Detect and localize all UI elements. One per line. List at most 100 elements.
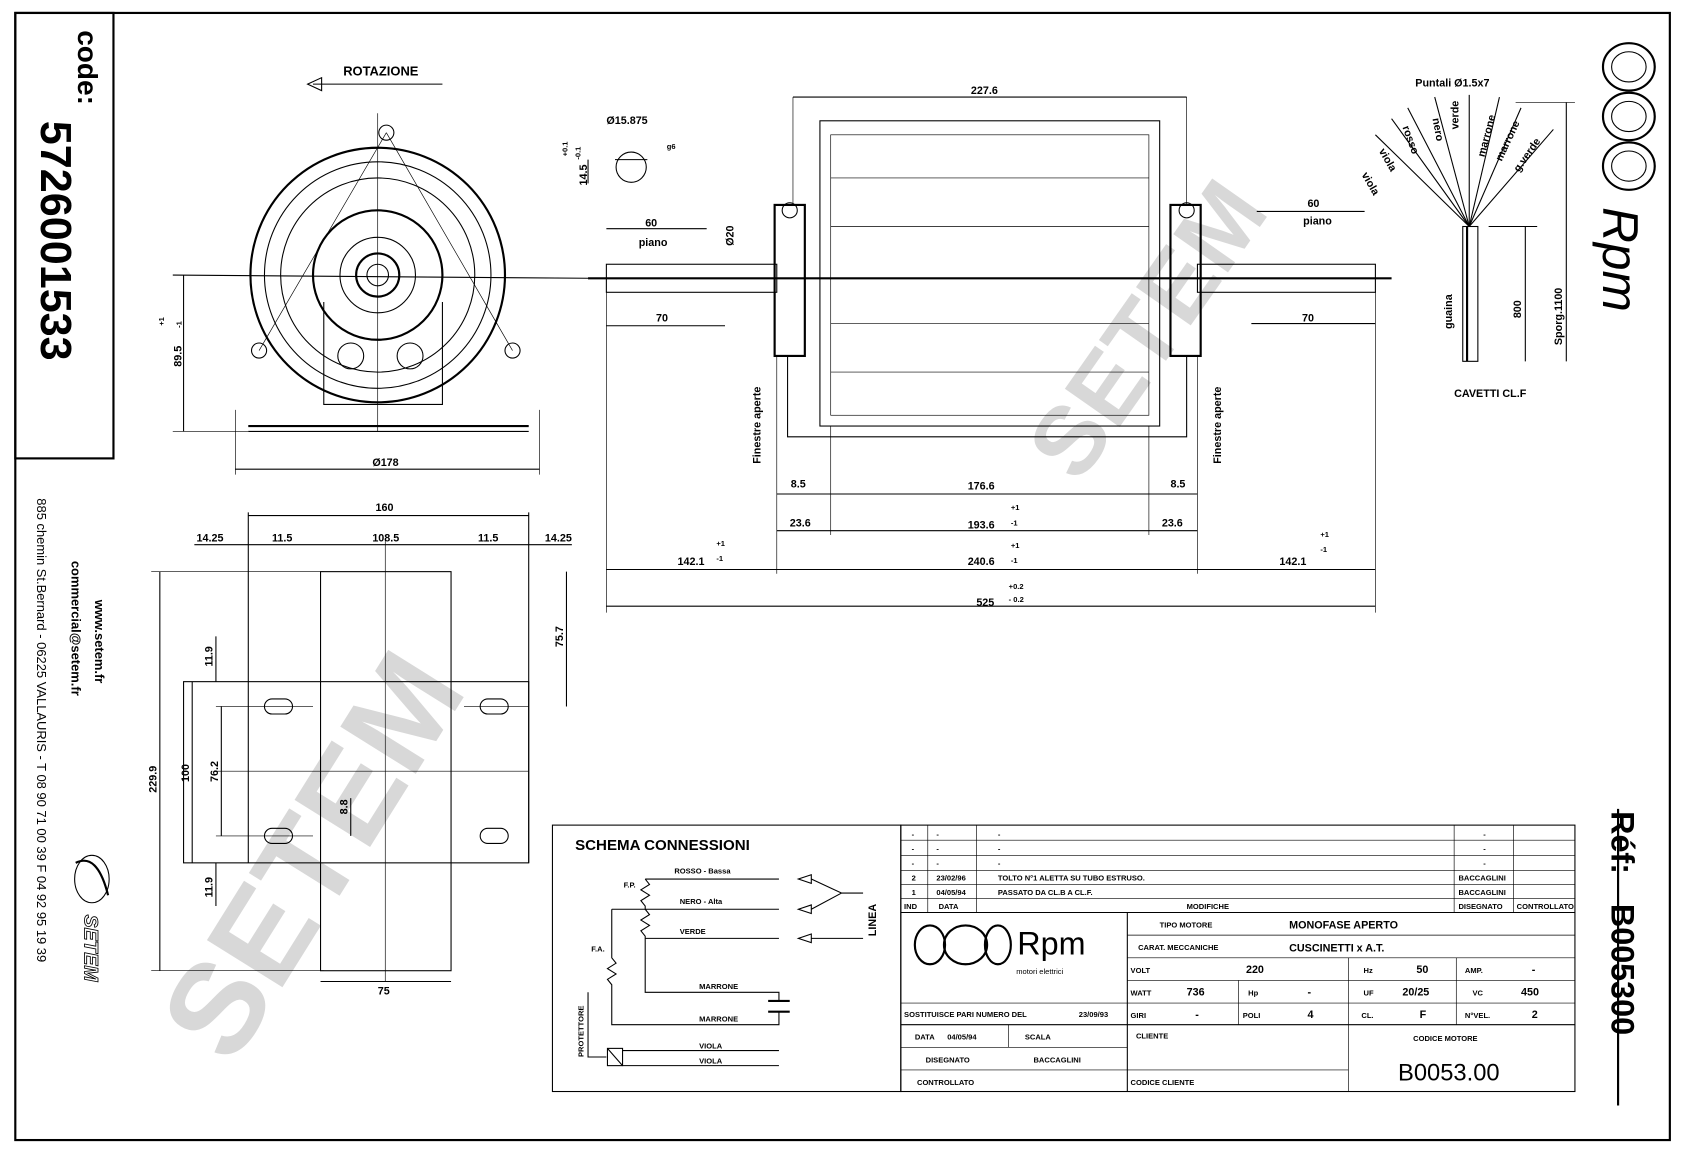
svg-text:176.6: 176.6 bbox=[968, 481, 995, 493]
svg-text:4: 4 bbox=[1307, 1009, 1313, 1021]
svg-text:MONOFASE APERTO: MONOFASE APERTO bbox=[1289, 920, 1398, 932]
svg-text:60: 60 bbox=[645, 218, 657, 230]
svg-text:14.5: 14.5 bbox=[578, 165, 590, 186]
svg-text:+1: +1 bbox=[1011, 541, 1020, 550]
svg-text:BACCAGLINI: BACCAGLINI bbox=[1033, 1055, 1080, 1064]
svg-text:guaina: guaina bbox=[1443, 293, 1455, 329]
address: 885 chemin St.Bernard - 06225 VALLAURIS … bbox=[34, 498, 49, 962]
svg-text:-1: -1 bbox=[716, 554, 723, 563]
svg-text:-0.1: -0.1 bbox=[573, 147, 582, 160]
svg-text:Ø15.875: Ø15.875 bbox=[606, 115, 647, 127]
svg-text:-1: -1 bbox=[1320, 545, 1327, 554]
svg-text:SCALA: SCALA bbox=[1025, 1033, 1052, 1042]
svg-text:g6: g6 bbox=[667, 142, 676, 151]
modification-row: ---- bbox=[912, 845, 1487, 854]
svg-text:-1: -1 bbox=[1011, 518, 1018, 527]
svg-text:- 0.2: - 0.2 bbox=[1009, 595, 1024, 604]
svg-text:PROTETTORE: PROTETTORE bbox=[577, 1006, 586, 1057]
svg-text:100: 100 bbox=[180, 764, 192, 782]
svg-text:70: 70 bbox=[1302, 312, 1314, 324]
rpm-logo-vertical: Rpm bbox=[1592, 42, 1656, 312]
svg-text:CONTROLLATO: CONTROLLATO bbox=[917, 1078, 974, 1087]
svg-text:IND: IND bbox=[904, 902, 918, 911]
ref-number: B005300 bbox=[1605, 904, 1641, 1035]
svg-text:+1: +1 bbox=[157, 317, 166, 326]
code-label: code: bbox=[72, 30, 103, 105]
svg-text:B0053.00: B0053.00 bbox=[1398, 1061, 1500, 1087]
svg-text:DISEGNATO: DISEGNATO bbox=[1458, 902, 1502, 911]
svg-text:-: - bbox=[1307, 987, 1311, 999]
modification-date: 23/02/96 bbox=[936, 874, 965, 883]
svg-text:-: - bbox=[1532, 964, 1536, 976]
modification-date: - bbox=[936, 830, 939, 839]
svg-text:CONTROLLATO: CONTROLLATO bbox=[1517, 902, 1574, 911]
svg-text:11.5: 11.5 bbox=[478, 532, 498, 544]
svg-text:450: 450 bbox=[1521, 987, 1539, 999]
svg-text:14.25: 14.25 bbox=[545, 532, 572, 544]
svg-text:89.5: 89.5 bbox=[172, 346, 184, 367]
svg-text:Finestre aperte: Finestre aperte bbox=[752, 387, 764, 464]
svg-text:8.5: 8.5 bbox=[1170, 479, 1185, 491]
title-block bbox=[900, 824, 1576, 1093]
svg-text:20/25: 20/25 bbox=[1402, 987, 1429, 999]
modification-date: - bbox=[936, 845, 939, 854]
svg-text:220: 220 bbox=[1246, 964, 1264, 976]
mods-header: IND DATA MODIFICHE DISEGNATO CONTROLLATO bbox=[904, 902, 1574, 911]
svg-text:70: 70 bbox=[656, 312, 668, 324]
svg-text:-1: -1 bbox=[1011, 556, 1018, 565]
svg-text:g.verde: g.verde bbox=[1511, 136, 1543, 174]
svg-text:+1: +1 bbox=[1011, 503, 1020, 512]
svg-text:DATA: DATA bbox=[915, 1033, 935, 1042]
svg-text:SETEM: SETEM bbox=[134, 628, 492, 1082]
svg-text:Ø178: Ø178 bbox=[372, 457, 398, 469]
svg-text:CLIENTE: CLIENTE bbox=[1136, 1032, 1168, 1041]
svg-text:Sporg.1100: Sporg.1100 bbox=[1553, 288, 1565, 345]
svg-text:SETEM: SETEM bbox=[79, 915, 101, 983]
svg-text:50: 50 bbox=[1416, 964, 1428, 976]
svg-text:verde: verde bbox=[1449, 101, 1461, 130]
modification-text: - bbox=[998, 845, 1001, 854]
svg-text:Rpm: Rpm bbox=[1017, 926, 1085, 962]
modification-drawn: BACCAGLINI bbox=[1458, 874, 1505, 883]
svg-text:CARAT. MECCANICHE: CARAT. MECCANICHE bbox=[1138, 943, 1218, 952]
modification-date: 04/05/94 bbox=[936, 888, 966, 897]
svg-text:UF: UF bbox=[1364, 989, 1374, 998]
svg-text:F: F bbox=[1420, 1009, 1427, 1021]
modification-text: - bbox=[998, 830, 1001, 839]
front-view: ROTAZIONE 89.5 +1 -1 Ø178 bbox=[157, 64, 589, 475]
svg-text:CODICE CLIENTE: CODICE CLIENTE bbox=[1131, 1078, 1195, 1087]
setem-watermark: SETEM SETEM bbox=[134, 161, 1288, 1083]
ref-label: Réf: bbox=[1605, 811, 1641, 874]
svg-text:VIOLA: VIOLA bbox=[699, 1041, 723, 1050]
svg-text:142.1: 142.1 bbox=[678, 556, 705, 568]
svg-text:MODIFICHE: MODIFICHE bbox=[1187, 902, 1229, 911]
svg-text:MARRONE: MARRONE bbox=[699, 982, 738, 991]
svg-text:193.6: 193.6 bbox=[968, 520, 995, 532]
sheet-border bbox=[14, 11, 1671, 1142]
svg-text:N°VEL.: N°VEL. bbox=[1465, 1011, 1490, 1020]
svg-text:WATT: WATT bbox=[1131, 989, 1152, 998]
svg-text:227.6: 227.6 bbox=[971, 85, 998, 97]
svg-text:ROTAZIONE: ROTAZIONE bbox=[343, 64, 419, 79]
svg-text:TIPO MOTORE: TIPO MOTORE bbox=[1160, 921, 1213, 930]
svg-text:-1: -1 bbox=[174, 321, 183, 328]
modification-row: ---- bbox=[912, 830, 1487, 839]
modification-date: - bbox=[936, 859, 939, 868]
svg-text:Ø20: Ø20 bbox=[725, 226, 737, 246]
svg-text:VIOLA: VIOLA bbox=[699, 1056, 723, 1065]
website: www.setem.fr bbox=[92, 599, 107, 684]
code-number: 5726001533 bbox=[31, 121, 79, 361]
base-plate-view: 160 14.25 11.5 108.5 11.5 14.25 75.7 11.… bbox=[148, 502, 572, 997]
svg-text:LINEA: LINEA bbox=[867, 904, 879, 937]
svg-text:VC: VC bbox=[1472, 989, 1483, 998]
svg-text:Puntali Ø1.5x7: Puntali Ø1.5x7 bbox=[1415, 77, 1489, 89]
svg-text:04/05/94: 04/05/94 bbox=[947, 1033, 977, 1042]
svg-text:Hp: Hp bbox=[1248, 989, 1258, 998]
svg-text:viola: viola bbox=[1359, 170, 1382, 198]
svg-text:NERO - Alta: NERO - Alta bbox=[680, 897, 723, 906]
svg-text:CUSCINETTI x A.T.: CUSCINETTI x A.T. bbox=[1289, 942, 1384, 954]
svg-text:736: 736 bbox=[1187, 987, 1205, 999]
svg-text:75: 75 bbox=[378, 985, 390, 997]
